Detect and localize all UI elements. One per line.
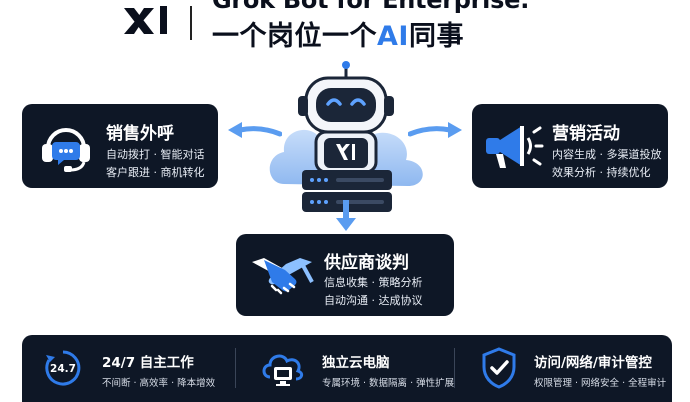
xai-logo [124, 6, 167, 34]
card-supplier-title: 供应商谈判 [324, 253, 409, 273]
cloud-computer-icon [262, 354, 304, 386]
clock-24-7-icon: 24.7 [45, 350, 81, 386]
card-marketing-line2: 效果分析 · 持续优化 [552, 166, 651, 179]
robot-hub-illustration [269, 61, 423, 212]
page-title-line1: Grok Bot for Enterprise: [212, 0, 530, 14]
feature-bar: 24.7 24/7 自主工作 不间断 · 高效率 · 降本增效 独立云电脑 专属… [22, 335, 672, 402]
feature-separator [454, 348, 455, 388]
card-marketing-line1: 内容生成 · 多渠道投放 [552, 148, 662, 161]
feature-cloud-sub: 专属环境 · 数据隔离 · 弹性扩展 [322, 378, 455, 389]
clock-badge-text: 24.7 [50, 363, 76, 375]
header-divider [190, 6, 192, 40]
card-supplier-line2: 自动沟通 · 达成协议 [324, 294, 423, 307]
card-sales-title: 销售外呼 [106, 124, 174, 144]
card-supplier-negotiation: 供应商谈判 信息收集 · 策略分析 自动沟通 · 达成协议 [236, 234, 454, 316]
card-sales-line1: 自动拨打 · 智能对话 [106, 148, 205, 161]
feature-access-sub: 权限管理 · 网络安全 · 全程审计 [534, 378, 667, 389]
arrow-down-to-supplier [336, 200, 356, 231]
feature-access-title: 访问/网络/审计管控 [534, 355, 652, 371]
shield-check-icon [482, 347, 516, 389]
headset-icon [42, 128, 90, 172]
card-marketing-title: 营销活动 [552, 124, 620, 144]
page-title-line2: 一个岗位一个AI同事 [212, 21, 464, 52]
card-marketing-campaign: 营销活动 内容生成 · 多渠道投放 效果分析 · 持续优化 [472, 104, 668, 188]
card-sales-outbound: 销售外呼 自动拨打 · 智能对话 客户跟进 · 商机转化 [22, 104, 218, 188]
feature-separator [235, 348, 236, 388]
arrow-right-to-marketing [408, 122, 462, 138]
feature-cloud-title: 独立云电脑 [322, 355, 390, 371]
card-sales-line2: 客户跟进 · 商机转化 [106, 166, 205, 179]
feature-247-title: 24/7 自主工作 [102, 355, 194, 371]
card-supplier-line1: 信息收集 · 策略分析 [324, 276, 423, 289]
feature-247-sub: 不间断 · 高效率 · 降本增效 [102, 378, 216, 389]
megaphone-icon [486, 126, 544, 168]
arrow-left-to-sales [228, 122, 282, 138]
handshake-icon [252, 258, 314, 295]
